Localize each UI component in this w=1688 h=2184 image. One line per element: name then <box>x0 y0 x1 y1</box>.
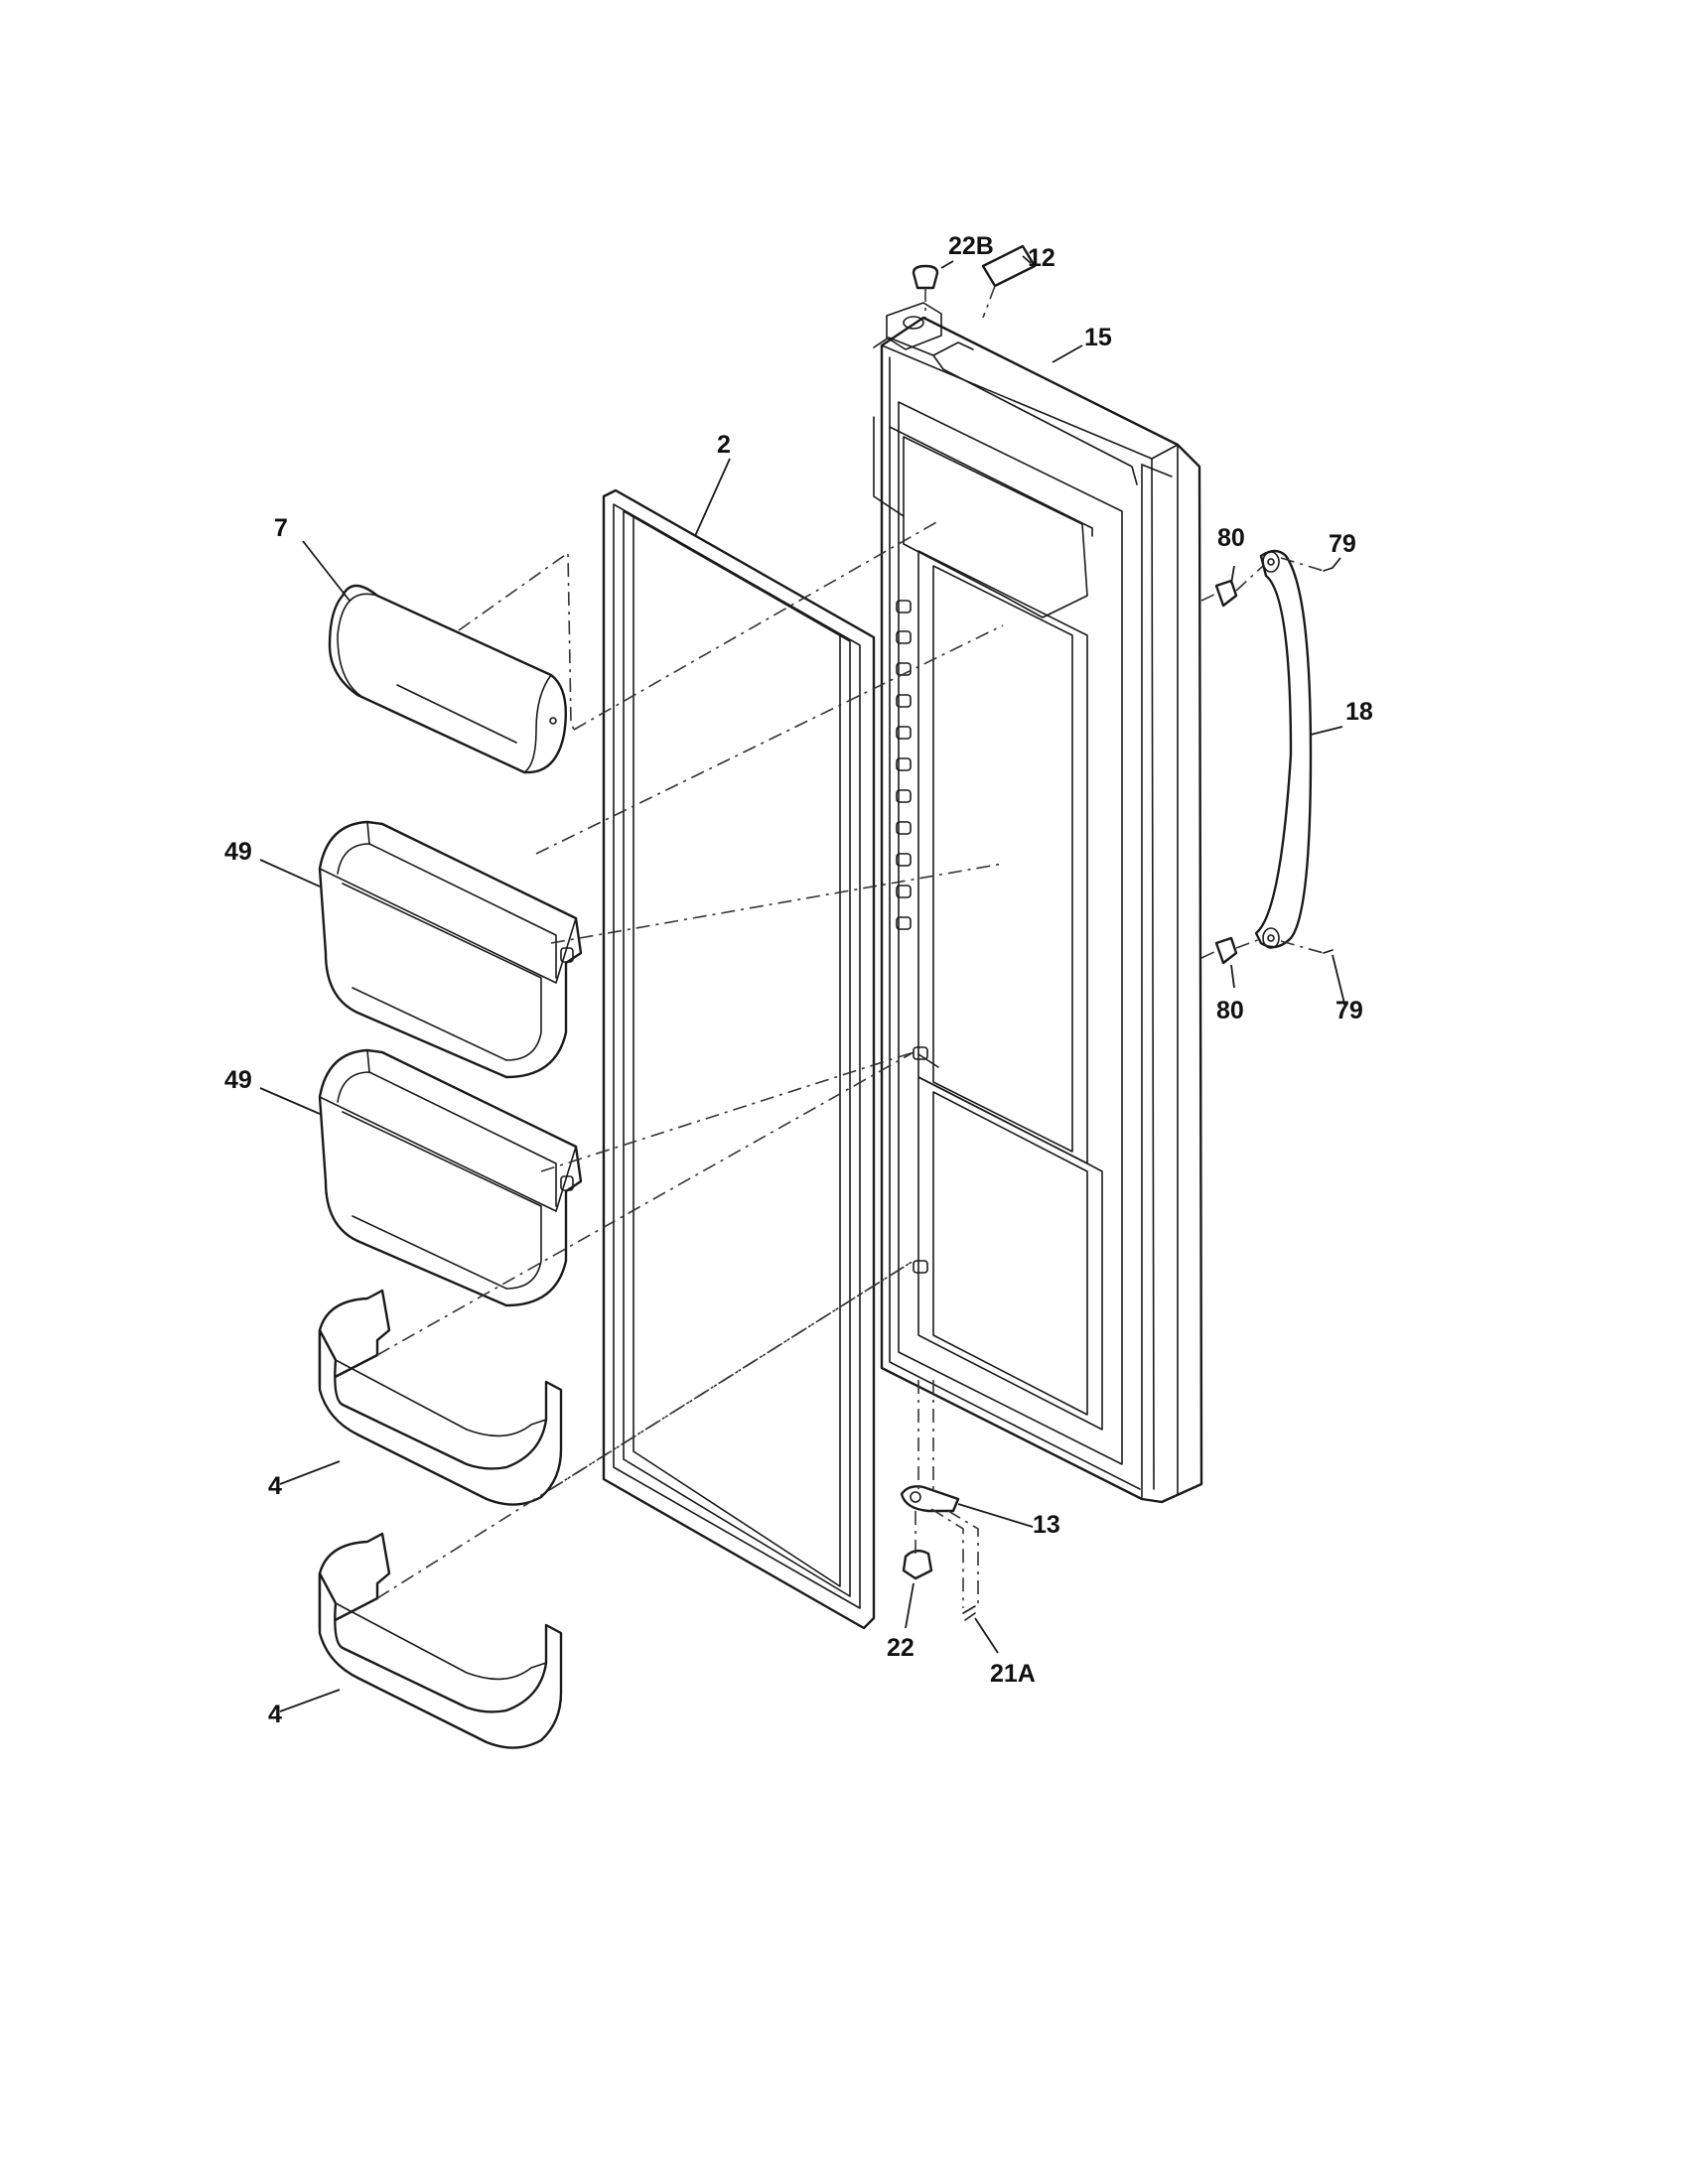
callout-79-top: 79 <box>1329 530 1356 558</box>
callout-15: 15 <box>1084 324 1112 351</box>
callout-80-top: 80 <box>1217 524 1245 552</box>
callout-21A: 21A <box>990 1660 1036 1688</box>
callout-18: 18 <box>1345 698 1373 726</box>
door-gasket <box>602 488 876 1630</box>
door-bin-upper <box>318 1289 563 1506</box>
callout-12: 12 <box>1028 244 1055 272</box>
door-handle <box>1254 549 1313 949</box>
callout-49-top: 49 <box>224 838 252 866</box>
assembly-guides <box>376 285 1325 1608</box>
callout-79-bottom: 79 <box>1336 997 1363 1024</box>
callout-13: 13 <box>1033 1511 1060 1539</box>
door-bin-lower <box>318 1532 563 1749</box>
callout-4-top: 4 <box>268 1472 282 1500</box>
callout-22: 22 <box>887 1634 914 1662</box>
callout-49-bottom: 49 <box>224 1066 252 1094</box>
callout-22B: 22B <box>948 232 994 260</box>
leader-lines <box>259 255 1346 1712</box>
shelf-bin-upper <box>318 820 583 1079</box>
shelf-bin-lower <box>318 1048 583 1307</box>
callout-7: 7 <box>274 514 288 542</box>
callout-labels: 22B 12 15 2 7 80 79 18 49 49 80 79 13 4 … <box>224 232 1373 1728</box>
callout-2: 2 <box>717 431 731 459</box>
hinge-parts <box>900 244 1037 1621</box>
callout-4-bottom: 4 <box>268 1701 282 1728</box>
handle-studs <box>1214 567 1334 965</box>
door-assembly <box>873 302 1203 1504</box>
callout-80-bottom: 80 <box>1216 997 1244 1024</box>
dairy-bin <box>328 584 567 774</box>
